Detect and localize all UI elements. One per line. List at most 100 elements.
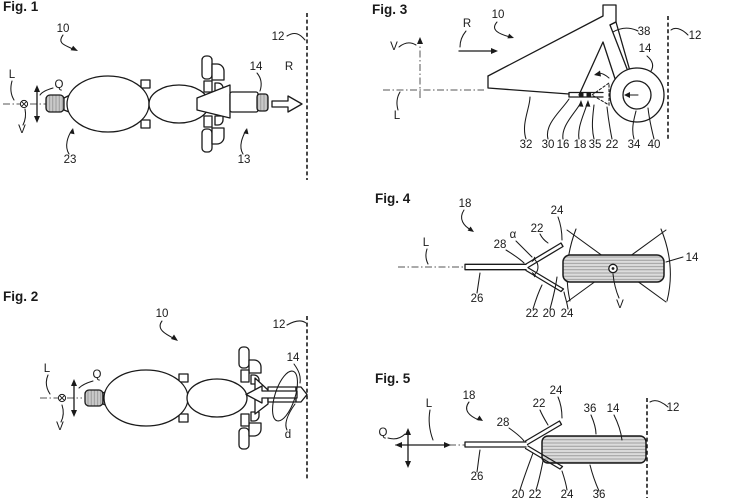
fig3-ref-V: V	[390, 41, 398, 53]
fig3-ref-40: 40	[648, 139, 661, 151]
fig4-ref-24-bot: 24	[561, 308, 574, 320]
fig5-title: Fig. 5	[375, 371, 411, 386]
fig4-ref-24-top: 24	[551, 205, 564, 217]
fig3-ref-34: 34	[628, 139, 641, 151]
fig3-reference-labels: 10 R V L 38 14 12 32 30 16 18 35 22 34 4…	[390, 9, 701, 151]
fig3-ref-35: 35	[589, 139, 602, 151]
fig3-ref-R: R	[463, 18, 471, 30]
fig5-stem-26	[464, 441, 527, 448]
fig1-vehicle-top-view	[45, 55, 269, 153]
fig4-ref-28: 28	[494, 239, 507, 251]
fig3-ref-L: L	[394, 110, 401, 122]
fig2-title: Fig. 2	[3, 289, 38, 304]
fig3-ref-30: 30	[542, 139, 555, 151]
fig5-axis-cross	[395, 428, 465, 468]
fig1-ref-Q: Q	[55, 79, 64, 91]
fig5-tire-and-fork	[464, 420, 647, 470]
fig3-ref-22: 22	[606, 139, 619, 151]
fig3-ref-10: 10	[492, 9, 505, 21]
fig3-leader-lines	[396, 21, 689, 140]
fig2-distance-arrow	[245, 370, 298, 422]
fig5-ref-36-top: 36	[584, 403, 597, 415]
fig1-sensor-tip	[256, 93, 269, 112]
fig1-ref-V: V	[18, 124, 26, 136]
fig1-ref-23: 23	[64, 154, 77, 166]
fig4-title: Fig. 4	[375, 191, 411, 206]
fig4-wheel-assembly	[562, 228, 671, 303]
fig3-title: Fig. 3	[372, 2, 408, 17]
fig2-ref-10: 10	[156, 308, 169, 320]
fig4-ref-26: 26	[471, 293, 484, 305]
fig3-drawing: Fig. 3	[372, 2, 701, 151]
fig3-ref-12: 12	[689, 30, 702, 42]
fig4-ref-20: 20	[543, 308, 556, 320]
fig3-axis-cross	[383, 37, 484, 98]
fig5-ref-36-bot: 36	[593, 489, 606, 500]
fig4-ref-alpha: α	[510, 229, 517, 241]
fig1-title: Fig. 1	[3, 0, 39, 14]
fig4-ref-L: L	[423, 237, 430, 249]
fig2-body-rear	[186, 378, 248, 418]
fig4-stem-26	[464, 263, 527, 271]
fig3-ref-38: 38	[638, 26, 651, 38]
fig3-ref-14: 14	[639, 43, 652, 55]
fig5-ref-22-bot: 22	[529, 489, 542, 500]
fig3-ref-16: 16	[557, 139, 570, 151]
fig1-reference-labels: 10 12 L Q V 14 R 23 13	[9, 23, 293, 166]
fig4-angle-arc	[534, 259, 539, 275]
fig4-ref-14: 14	[686, 252, 699, 264]
fig5-ref-20: 20	[512, 489, 525, 500]
fig2-ref-L: L	[44, 363, 51, 375]
fig1-rear-cone	[196, 84, 231, 119]
fig2-drawing: Fig. 2	[3, 289, 308, 480]
fig3-dashed-sensor-zone	[591, 81, 610, 106]
fig3-ref-18: 18	[574, 139, 587, 151]
fig4-ref-V: V	[616, 299, 624, 311]
fig5-lower-arm	[524, 445, 564, 470]
fig5-reference-labels: 18 Q L 28 22 24 36 14 12 26 20 22 24 36	[379, 385, 680, 500]
fig1-drawing: Fig. 1	[3, 0, 308, 180]
fig4-ref-18: 18	[459, 198, 472, 210]
fig4-ref-22-top: 22	[531, 223, 544, 235]
fig5-ref-Q: Q	[379, 427, 388, 439]
fig4-drawing: Fig. 4 18 L 28 α	[375, 191, 699, 320]
fig1-ref-L: L	[9, 69, 16, 81]
fig2-ref-d: d	[285, 429, 291, 441]
fig2-ref-V: V	[56, 421, 64, 433]
fig5-ref-22-top: 22	[533, 398, 546, 410]
fig2-sensor-envelope	[272, 370, 298, 422]
fig2-ref-14: 14	[287, 352, 300, 364]
fig5-drawing: Fig. 5 18 Q L 28	[375, 371, 680, 500]
fig5-upper-arm	[524, 420, 563, 446]
fig2-front-wheel	[84, 389, 104, 407]
fig2-body-front	[103, 369, 189, 427]
fig3-vehicle-side-view	[487, 4, 665, 123]
fig2-ref-12: 12	[273, 319, 286, 331]
fig5-ref-24-top: 24	[550, 385, 563, 397]
fig1-ref-13: 13	[238, 154, 251, 166]
fig4-upper-arm	[525, 242, 564, 269]
fig1-ref-R: R	[285, 61, 293, 73]
fig2-sensor-tip	[295, 386, 308, 403]
fig1-body-front	[66, 75, 150, 133]
fig4-reference-labels: 18 L 28 α 22 24 26 22 20 24 14 V	[423, 198, 699, 320]
fig2-vehicle-top-view	[84, 346, 308, 450]
fig1-front-wheel	[45, 94, 65, 113]
fig5-ref-24-bot: 24	[561, 489, 574, 500]
fig2-leader-lines	[45, 320, 307, 431]
fig1-leader-lines	[10, 32, 306, 155]
fig5-ref-28: 28	[497, 417, 510, 429]
fig5-ref-26: 26	[471, 471, 484, 483]
fig4-ref-22-bot: 22	[526, 308, 539, 320]
fig1-axis-symbol	[3, 85, 48, 123]
fig2-ref-Q: Q	[93, 369, 102, 381]
fig3-direction-arrow-R	[458, 48, 498, 54]
fig4-leader-lines	[425, 209, 684, 310]
fig5-ref-18: 18	[463, 390, 476, 402]
fig3-ref-32: 32	[520, 139, 533, 151]
fig1-ref-12: 12	[272, 31, 285, 43]
fig5-ref-14: 14	[607, 403, 620, 415]
fig1-ref-10: 10	[57, 23, 70, 35]
fig3-sensor-bar	[568, 91, 604, 98]
